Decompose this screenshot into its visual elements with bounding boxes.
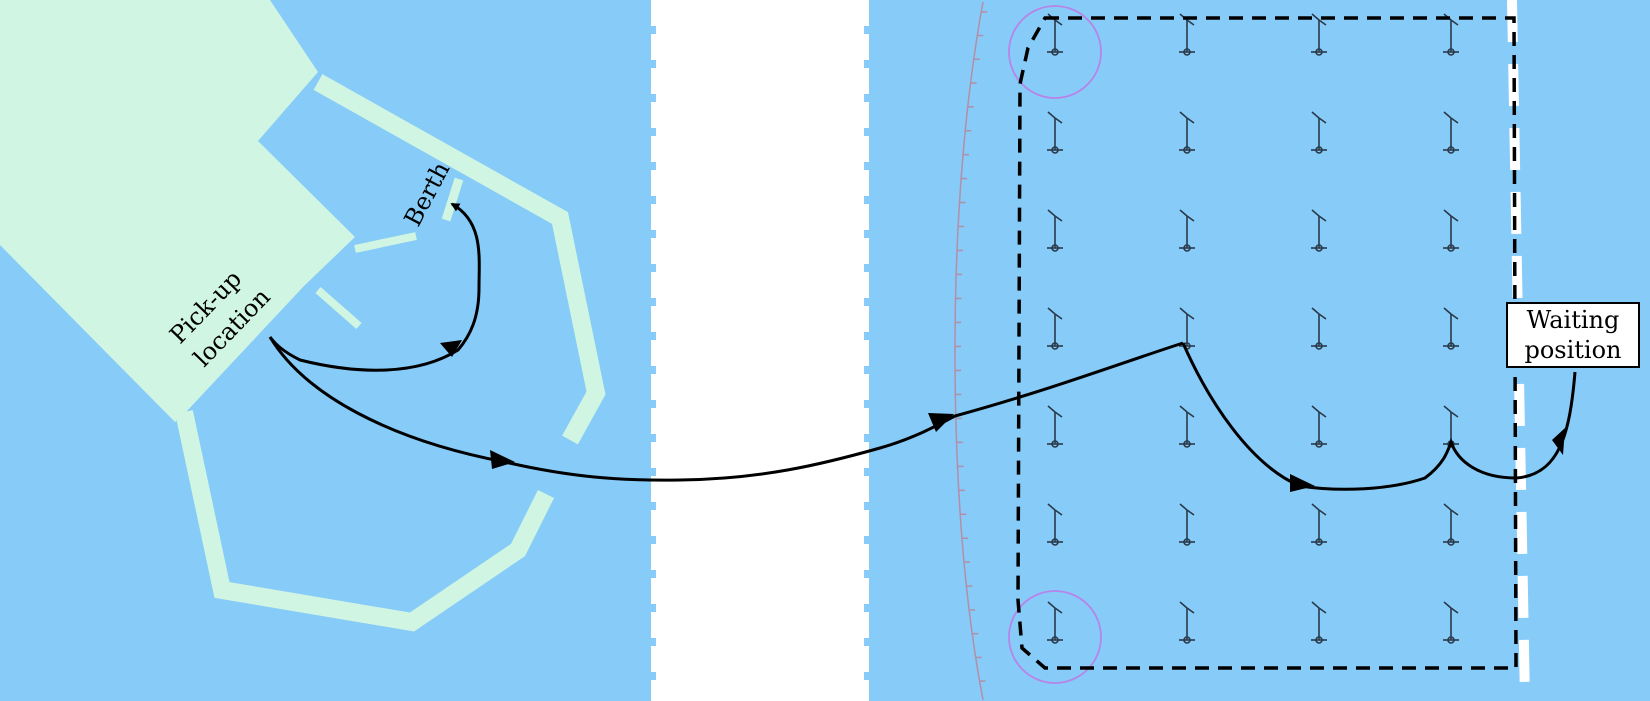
middle-jetty <box>354 232 417 253</box>
wind-turbine <box>1311 307 1327 350</box>
wind-turbine <box>1311 503 1327 546</box>
north-zone-circle <box>1008 5 1102 99</box>
wind-turbine <box>1443 503 1459 546</box>
wind-turbine <box>1179 209 1195 252</box>
wind-turbine <box>1443 601 1459 644</box>
wind-turbine <box>1047 307 1063 350</box>
route-pickup-to-farm <box>268 336 1184 482</box>
harbour-land <box>0 0 355 422</box>
waiting-position-label: Waiting position <box>1506 302 1640 368</box>
wind-turbine <box>1047 209 1063 252</box>
wind-turbine <box>1179 111 1195 154</box>
wind-turbine <box>1443 307 1459 350</box>
survey-loop-dashed <box>1016 16 1518 670</box>
berth-jetty <box>441 177 464 222</box>
wind-turbine <box>1443 209 1459 252</box>
wind-turbine <box>1179 601 1195 644</box>
separation-gap <box>656 0 864 701</box>
wind-turbine <box>1311 209 1327 252</box>
lower-jetty <box>315 286 362 330</box>
south-zone-circle <box>1008 590 1102 684</box>
wind-turbine <box>1443 111 1459 154</box>
route-arrow-4 <box>1552 428 1565 455</box>
waiting-label-line2: position <box>1524 336 1622 364</box>
south-breakwater <box>175 410 555 632</box>
wind-turbine <box>1311 111 1327 154</box>
wind-turbine <box>1311 601 1327 644</box>
wind-turbine <box>1047 503 1063 546</box>
route-berth-to-pickup <box>268 202 481 372</box>
route-arrow-3 <box>1290 474 1315 492</box>
route-arrow-berth <box>440 340 462 357</box>
wind-turbine <box>1179 405 1195 448</box>
route-farm-to-waiting <box>1181 342 1577 491</box>
waiting-label-line1: Waiting <box>1526 306 1620 334</box>
route-arrow-1 <box>490 450 515 469</box>
wind-turbine <box>1047 111 1063 154</box>
outer-breakwater <box>313 74 606 445</box>
wind-turbine <box>1179 503 1195 546</box>
route-arrow-2 <box>928 413 954 432</box>
wind-turbine <box>1311 13 1327 56</box>
wind-turbine <box>1047 601 1063 644</box>
breakwaters <box>175 74 606 632</box>
safety-zone-boundary <box>954 1 988 701</box>
wind-turbine <box>1311 405 1327 448</box>
wind-turbine <box>1047 405 1063 448</box>
